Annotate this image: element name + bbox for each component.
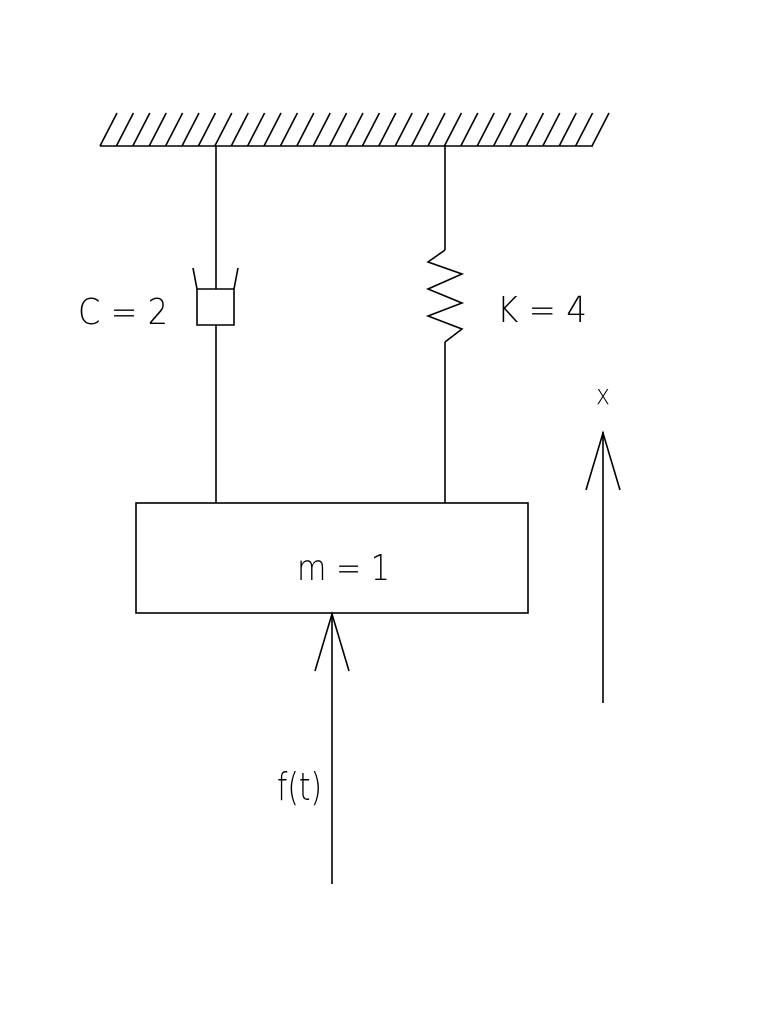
hatch-line (230, 112, 249, 147)
hatch-line (542, 112, 561, 147)
hatch-line (509, 112, 528, 147)
damper (192, 146, 239, 503)
damper-coefficient-label: C = 2 (78, 292, 168, 333)
hatch-line (164, 112, 184, 147)
hatch-line (246, 112, 266, 147)
hatch-line (345, 112, 364, 147)
hatch-line (427, 112, 446, 147)
force-arrow-head (314, 611, 350, 672)
hatch-line (115, 112, 135, 147)
spring-constant-label: K = 4 (497, 290, 587, 331)
displacement-arrow-head (585, 430, 621, 491)
displacement-label: x (596, 378, 610, 411)
hatch-line (460, 112, 479, 147)
hatch-line (591, 112, 610, 147)
hatch-line (312, 112, 331, 147)
hatch-line (378, 112, 397, 147)
displacement-arrow (585, 430, 621, 703)
hatch-line (361, 112, 381, 147)
hatch-line (279, 112, 299, 147)
mass-label: m = 1 (297, 548, 390, 589)
hatch-line (214, 112, 233, 147)
hatch-line (296, 112, 315, 147)
hatch-line (197, 112, 217, 147)
hatch-line (476, 112, 495, 147)
hatch-line (148, 112, 167, 147)
hatch-line (263, 112, 282, 147)
hatch-line (328, 112, 348, 147)
spring (425, 146, 465, 503)
hatch-line (492, 112, 512, 147)
spring-coil (425, 249, 465, 343)
support-hatching (99, 112, 610, 147)
hatch-line (181, 112, 200, 147)
hatch-line (99, 112, 118, 147)
hatch-line (574, 112, 594, 147)
hatch-line (443, 112, 463, 147)
hatch-line (394, 112, 413, 147)
force-label: f(t) (277, 765, 322, 809)
hatch-line (558, 112, 577, 147)
hatch-line (410, 112, 430, 147)
hatch-line (132, 112, 151, 147)
hatch-line (525, 112, 545, 147)
force-arrow (314, 611, 350, 884)
fixed-support (99, 112, 610, 147)
